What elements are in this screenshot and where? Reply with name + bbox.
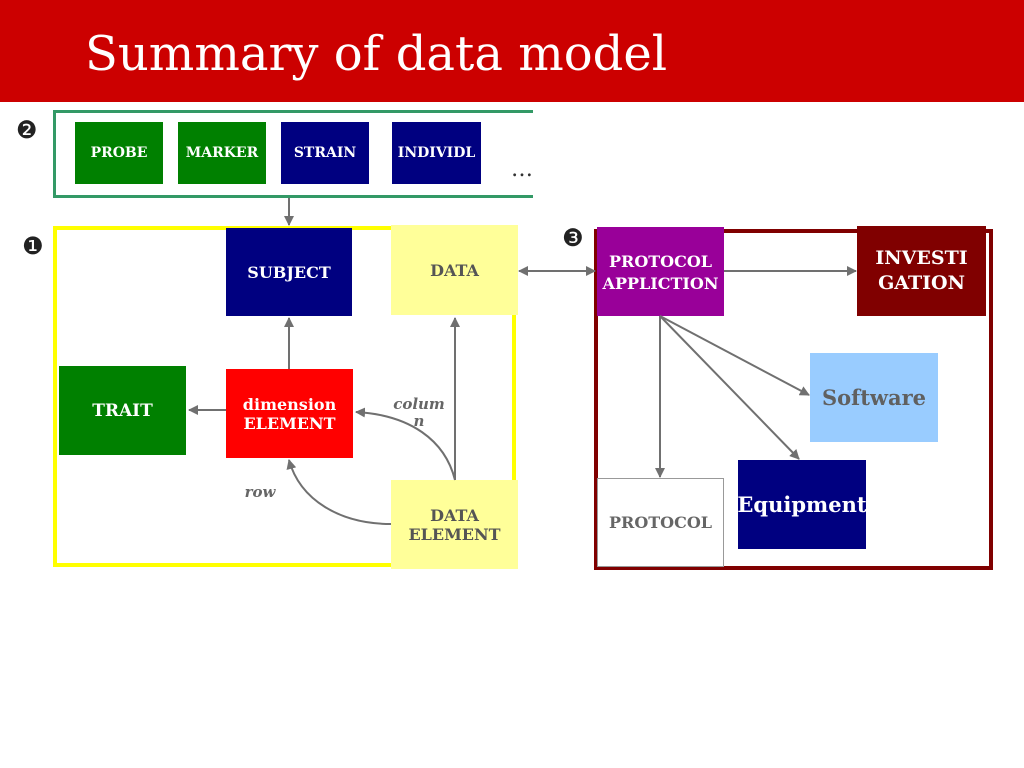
dimension-label-line1: dimension [242, 394, 337, 414]
arrow-row-curve [286, 459, 392, 525]
strain-box: STRAIN [281, 122, 369, 184]
marker-1: ❶ [22, 232, 44, 260]
top-group-frame [53, 110, 533, 198]
group3-frame [594, 229, 993, 570]
marker-3: ❸ [562, 224, 584, 252]
data-element-line2: ELEMENT [408, 524, 501, 544]
dimension-element-box: dimension ELEMENT [226, 369, 353, 458]
column-label-line2: n [413, 412, 425, 430]
dimension-label-line2: ELEMENT [243, 413, 336, 433]
investigation-line1: INVESTI [875, 247, 968, 269]
probe-box: PROBE [75, 122, 163, 184]
protocol-box: PROTOCOL [597, 478, 724, 567]
data-element-line1: DATA [430, 505, 479, 525]
investigation-line2: GATION [878, 272, 965, 294]
protocol-application-box: PROTOCOL APPLICTION [597, 227, 724, 316]
arrow-protocolapp-to-software [659, 315, 810, 396]
subject-box: SUBJECT [226, 228, 352, 316]
data-element-box: DATA ELEMENT [391, 480, 518, 569]
protocol-app-line2: APPLICTION [602, 274, 719, 293]
row-label: row [244, 483, 276, 501]
ellipsis: … [511, 156, 533, 182]
trait-box: TRAIT [59, 366, 186, 455]
arrow-protocolapp-to-equipment [659, 315, 800, 460]
marker-2: ❷ [16, 116, 38, 144]
marker-box: MARKER [178, 122, 266, 184]
page-title: Summary of data model [85, 26, 668, 82]
individl-box: INDIVIDL [392, 122, 481, 184]
column-label-line1: colum [393, 395, 445, 413]
title-bar: Summary of data model [0, 0, 1024, 102]
column-label: colum n [388, 396, 450, 430]
equipment-box: Equipment [737, 460, 867, 549]
protocol-app-line1: PROTOCOL [608, 252, 713, 271]
investigation-box: INVESTI GATION [857, 226, 986, 316]
arrow-column-curve [355, 407, 456, 481]
data-box: DATA [391, 225, 518, 315]
software-box: Software [810, 353, 938, 442]
